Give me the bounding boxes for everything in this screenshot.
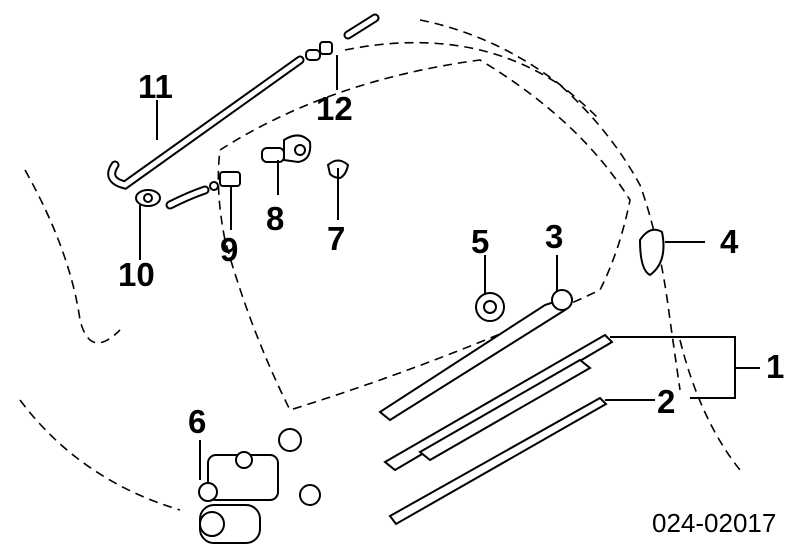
callout-12: 12 (316, 90, 353, 127)
blade-frame-1 (418, 358, 592, 462)
wiper-blade-1 (383, 333, 614, 472)
body-outline-right-lower (679, 339, 741, 471)
callout-3: 3 (545, 218, 564, 255)
cap-4 (638, 228, 665, 277)
callout-1: 1 (766, 348, 785, 385)
callout-9: 9 (220, 231, 239, 268)
connector-12b (319, 41, 333, 55)
body-outline-left (24, 169, 121, 344)
connector-12a (305, 49, 321, 61)
callout-10: 10 (118, 256, 155, 293)
valve-end-9 (209, 181, 219, 191)
body-outline-upper (344, 41, 681, 391)
callout-11: 11 (138, 68, 173, 105)
callout-4: 4 (720, 223, 739, 260)
hose-segment-12-inner (345, 15, 378, 38)
callout-7: 7 (327, 220, 346, 257)
hatch-line (419, 19, 601, 121)
hose-bend-inner (167, 187, 208, 208)
washer-hose-inner (109, 57, 303, 188)
check-valve-9 (219, 171, 241, 187)
nozzle-tip-8 (294, 144, 306, 156)
callout-8: 8 (266, 200, 285, 237)
callout-2: 2 (657, 383, 676, 420)
nut-5-hole (483, 300, 497, 314)
wiper-arm-3 (378, 298, 567, 422)
motor-drum-end-6 (199, 511, 225, 537)
motor-mount-6a (278, 428, 302, 452)
blade-rubber-2 (388, 396, 608, 526)
callout-5: 5 (471, 223, 490, 260)
motor-shaft-6 (235, 451, 253, 469)
motor-mount-6c (299, 484, 321, 506)
grommet-10-center (143, 193, 153, 203)
nozzle-body-8 (261, 147, 285, 163)
motor-mount-6b (198, 482, 218, 502)
callout-6: 6 (188, 403, 207, 440)
arm-pivot-3 (551, 289, 573, 311)
body-outline-bottom-left (19, 399, 181, 511)
diagram-code: 024-02017 (652, 508, 777, 538)
window-outline-lower (217, 59, 631, 411)
